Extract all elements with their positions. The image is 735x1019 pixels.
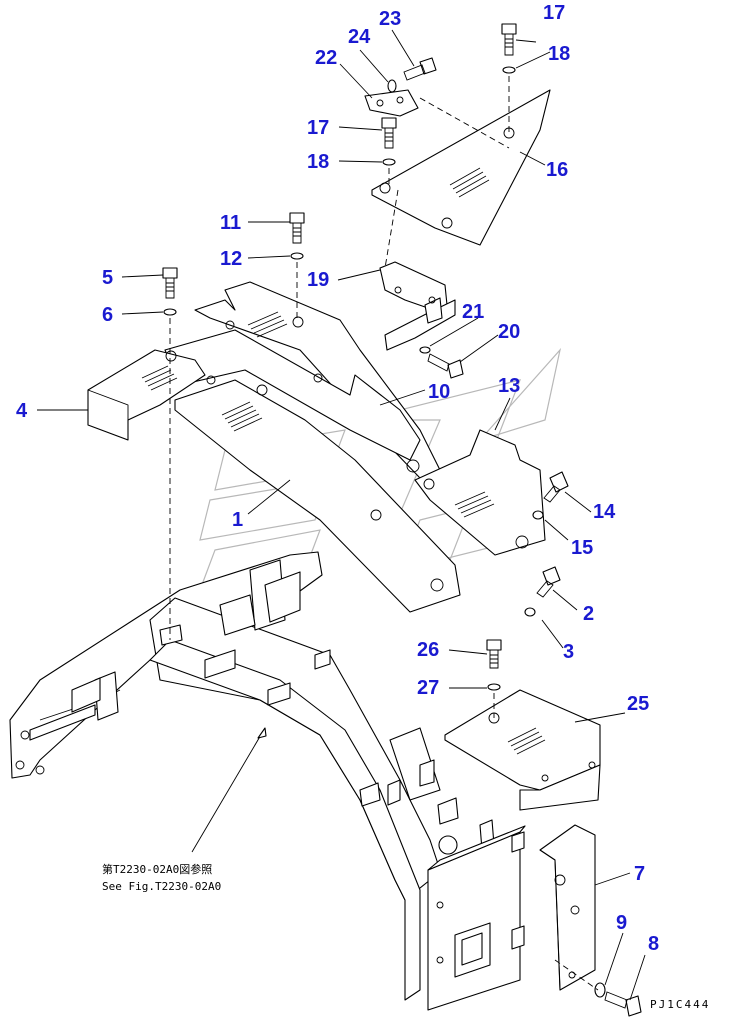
callout-23: 23 <box>379 8 401 30</box>
bolt-14 <box>543 471 569 503</box>
callout-22: 22 <box>315 47 337 69</box>
washer-6 <box>163 308 177 316</box>
callout-7: 7 <box>634 863 645 885</box>
washer-9 <box>594 982 606 998</box>
cover-10 <box>164 281 441 479</box>
washer-12 <box>290 252 304 260</box>
callout-17-upper: 17 <box>543 2 565 24</box>
main-frame <box>9 551 526 1011</box>
callout-3: 3 <box>563 641 574 663</box>
callout-4: 4 <box>16 400 28 422</box>
washer-15 <box>532 510 544 520</box>
callout-8: 8 <box>648 933 659 955</box>
bolt-20 <box>427 353 464 379</box>
leader-lines <box>37 29 646 1001</box>
washer-24 <box>387 79 397 93</box>
callout-16: 16 <box>546 159 568 181</box>
washer-27 <box>487 683 501 691</box>
callout-25: 25 <box>627 693 649 715</box>
bolt-26 <box>486 639 502 669</box>
cover-16 <box>371 89 551 246</box>
callout-9: 9 <box>616 912 627 934</box>
bolt-17-upper <box>501 23 517 56</box>
callout-2: 2 <box>583 603 594 625</box>
callout-6: 6 <box>102 304 113 326</box>
callout-10: 10 <box>428 381 450 403</box>
cover-1 <box>174 379 461 613</box>
drawing-code: PJ1C444 <box>650 998 710 1011</box>
callout-24: 24 <box>348 26 371 48</box>
callout-13: 13 <box>498 375 520 397</box>
callout-5: 5 <box>102 267 113 289</box>
bolt-11 <box>289 212 305 244</box>
bracket-19 <box>379 261 456 351</box>
bracket-4 <box>87 349 216 441</box>
callout-18-upper: 18 <box>548 43 570 65</box>
bolt-5 <box>162 267 178 299</box>
callout-1: 1 <box>232 509 243 531</box>
callout-21: 21 <box>462 301 484 323</box>
callout-18-lower: 18 <box>307 151 329 173</box>
bolt-8 <box>604 991 642 1017</box>
callout-11: 11 <box>220 212 241 234</box>
callout-12: 12 <box>220 248 242 270</box>
cover-13 <box>414 429 546 556</box>
callout-14: 14 <box>593 501 616 523</box>
reference-arrowhead <box>257 727 267 739</box>
callout-labels: 1 2 3 4 5 6 7 8 9 10 11 12 13 14 15 16 1… <box>16 2 659 955</box>
plate-7 <box>539 824 596 991</box>
alignment-lines <box>169 76 599 991</box>
callout-17-lower: 17 <box>307 117 329 139</box>
bolt-23 <box>403 57 437 81</box>
washer-3 <box>524 607 536 617</box>
fasteners <box>162 23 642 1017</box>
washer-21 <box>419 346 431 354</box>
bracket-22 <box>364 89 419 117</box>
callout-26: 26 <box>417 639 439 661</box>
reference-note-en: See Fig.T2230-02A0 <box>102 880 221 893</box>
cover-25 <box>444 689 601 811</box>
bolt-2 <box>536 566 561 598</box>
callout-20: 20 <box>498 321 520 343</box>
callout-15: 15 <box>571 537 593 559</box>
reference-note-jp: 第T2230-02A0図参照 <box>102 862 212 876</box>
washer-18-lower <box>382 158 396 166</box>
callout-27: 27 <box>417 677 439 699</box>
callout-19: 19 <box>307 269 329 291</box>
washer-18-upper <box>502 66 516 74</box>
bolt-17-lower <box>381 117 397 149</box>
